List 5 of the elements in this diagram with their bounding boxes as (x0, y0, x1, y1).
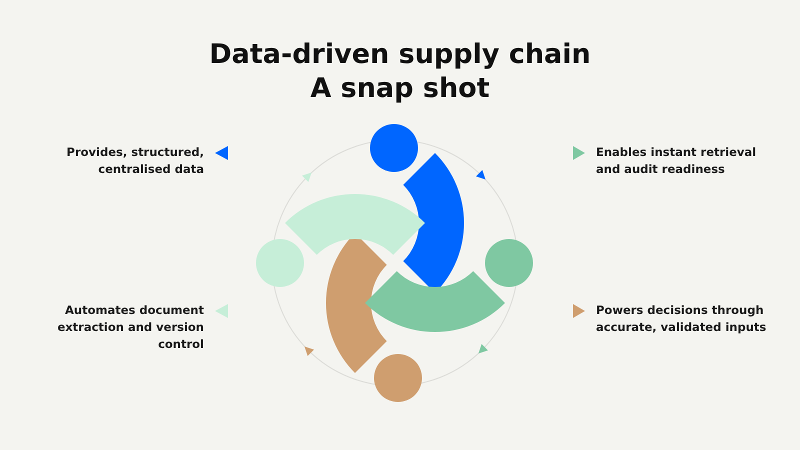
legend-text: Provides, structured, centralised data (66, 144, 204, 178)
legend-text: Automates document extraction and version control (56, 302, 204, 353)
title: Data-driven supply chain A snap shot (208, 38, 592, 106)
legend-text: Powers decisions through accurate, validated inputs (596, 302, 768, 336)
legend-text: Enables instant retrieval and audit readiness (596, 144, 758, 178)
